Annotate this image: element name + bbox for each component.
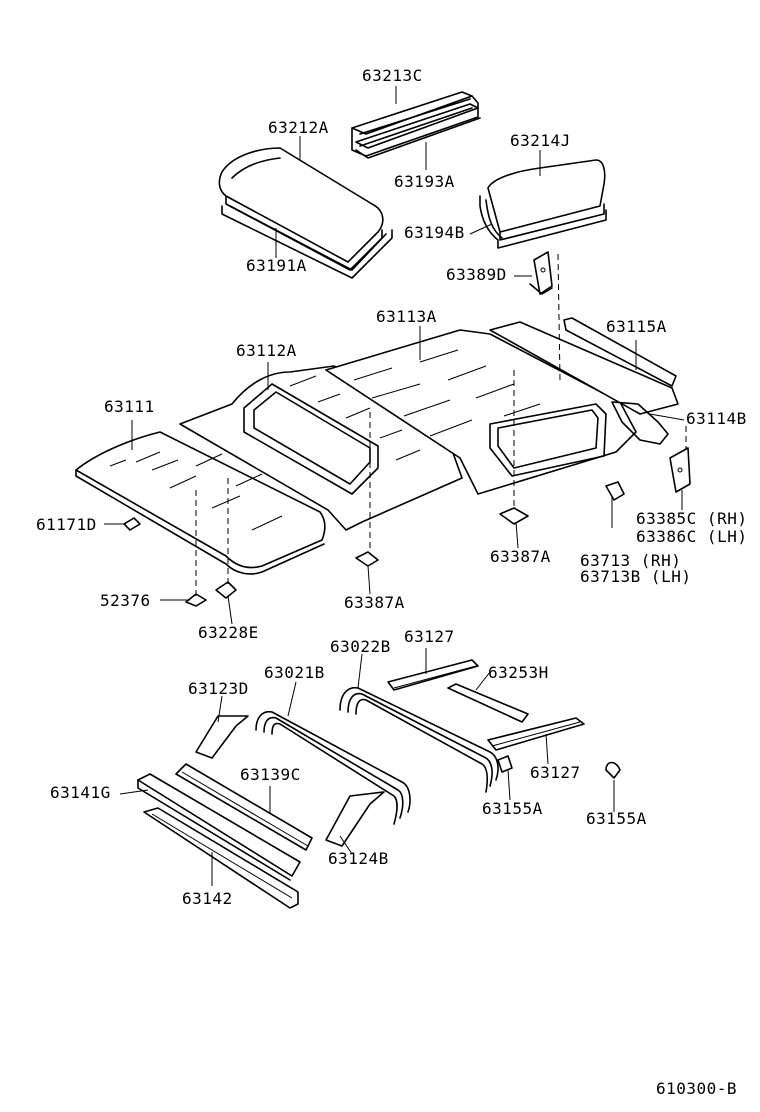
- part-63713-clip: [605, 481, 625, 501]
- part-63228E-clip: [215, 581, 237, 599]
- part-52376-clip: [185, 593, 207, 607]
- label-63155A-right: 63155A: [586, 809, 647, 828]
- part-63155A-clip-mid: [497, 755, 513, 773]
- label-63155A-mid: 63155A: [482, 799, 543, 818]
- diagram-code: 610300-B: [656, 1079, 737, 1098]
- part-63191A-seal: [221, 205, 393, 279]
- part-63214J-panel: [487, 159, 606, 241]
- part-63389D-bracket: [529, 251, 553, 295]
- label-63194B: 63194B: [404, 223, 465, 242]
- part-63194B-seal: [479, 195, 607, 249]
- label-63387A-center: 63387A: [344, 593, 405, 612]
- part-61171D-plug: [123, 517, 141, 531]
- part-63387A-bracket-center: [355, 551, 379, 567]
- label-52376: 52376: [100, 591, 151, 610]
- label-63713: 63713 (RH): [580, 551, 681, 570]
- part-63139C-rail: [175, 763, 313, 851]
- label-63385C: 63385C (RH): [636, 509, 747, 528]
- part-63114B-corner: [611, 401, 669, 445]
- label-63113A: 63113A: [376, 307, 437, 326]
- part-63193A-frame: [355, 103, 481, 159]
- part-63387A-bracket-right: [499, 507, 529, 525]
- label-63124B: 63124B: [328, 849, 389, 868]
- part-63113A-rear-roof: [325, 329, 637, 495]
- label-63228E: 63228E: [198, 623, 259, 642]
- label-63253H: 63253H: [488, 663, 549, 682]
- label-63127-right: 63127: [530, 763, 581, 782]
- label-63112A: 63112A: [236, 341, 297, 360]
- label-63114B: 63114B: [686, 409, 747, 428]
- leader-lines: [104, 86, 685, 886]
- label-63141G: 63141G: [50, 783, 111, 802]
- label-63115A: 63115A: [606, 317, 667, 336]
- part-63022B-bow: [339, 686, 499, 793]
- label-63127-top: 63127: [404, 627, 455, 646]
- label-63214J: 63214J: [510, 131, 571, 150]
- part-63385C-bracket: [669, 447, 691, 493]
- part-63142-rail: [143, 807, 299, 909]
- part-63111-front-roof: [75, 431, 326, 575]
- part-63021B-bow: [255, 710, 411, 825]
- label-63111: 63111: [104, 397, 155, 416]
- label-63387A-right: 63387A: [490, 547, 551, 566]
- part-63141G-rail: [137, 773, 301, 881]
- label-61171D: 61171D: [36, 515, 97, 534]
- label-63123D: 63123D: [188, 679, 249, 698]
- label-63212A: 63212A: [268, 118, 329, 137]
- part-63155A-clip-right: [605, 761, 621, 779]
- part-63123D-brace: [195, 715, 249, 759]
- label-63713B: 63713B (LH): [580, 567, 691, 586]
- label-63191A: 63191A: [246, 256, 307, 275]
- part-63115A-rear-rail: [489, 317, 679, 415]
- label-63142: 63142: [182, 889, 233, 908]
- part-63212A-panel: [218, 147, 384, 271]
- part-63213C-frame: [351, 91, 479, 157]
- label-63022B: 63022B: [330, 637, 391, 656]
- label-63389D: 63389D: [446, 265, 507, 284]
- label-63193A: 63193A: [394, 172, 455, 191]
- label-63213C: 63213C: [362, 66, 423, 85]
- label-63021B: 63021B: [264, 663, 325, 682]
- part-63127-right-rail: [487, 717, 585, 751]
- label-63386C: 63386C (LH): [636, 527, 747, 546]
- part-63253H-rail: [447, 683, 529, 723]
- part-63124B-brace: [325, 791, 385, 847]
- label-63139C: 63139C: [240, 765, 301, 784]
- assembly-guide-lines: [195, 253, 687, 596]
- part-63127-top-rail: [387, 659, 479, 691]
